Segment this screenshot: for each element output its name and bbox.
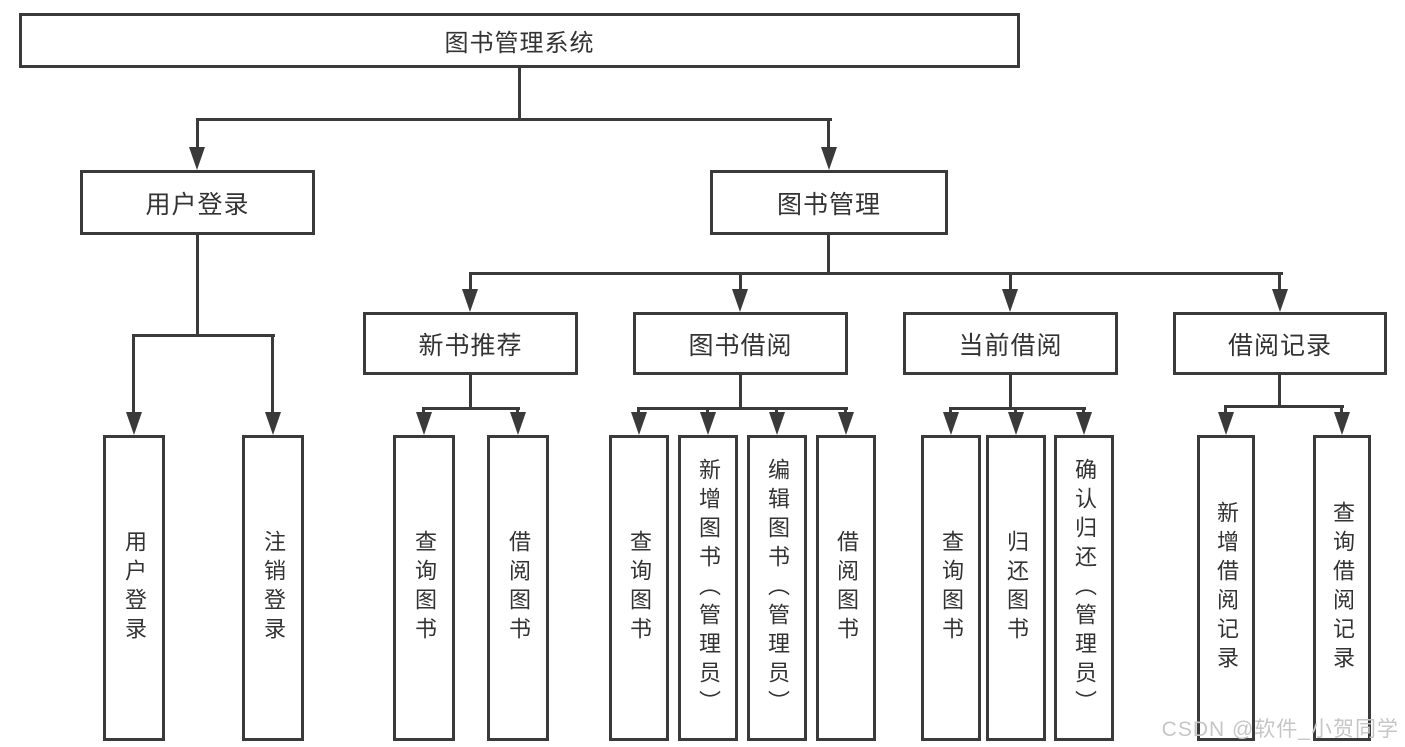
arrow-down-icon xyxy=(631,412,647,435)
leaf-query-borrow-record: 查询借阅记录 xyxy=(1313,435,1371,741)
arrow-down-icon xyxy=(126,412,142,435)
connector-line xyxy=(1278,374,1281,407)
leaf-label: 查询借阅记录 xyxy=(1330,501,1355,675)
leaf-label: 确认归还（管理员） xyxy=(1072,457,1097,719)
node-label: 图书管理 xyxy=(776,190,881,219)
node-label: 图书借阅 xyxy=(688,331,793,360)
connector-line xyxy=(518,68,521,121)
leaf-label: 查询图书 xyxy=(939,530,964,646)
connector-line xyxy=(637,407,848,410)
leaf-label: 借阅图书 xyxy=(834,530,859,646)
arrow-down-icon xyxy=(1334,412,1350,435)
node-root-library-system: 图书管理系统 xyxy=(19,13,1020,68)
connector-line xyxy=(844,407,847,415)
leaf-label: 编辑图书（管理员） xyxy=(765,457,790,719)
node-label: 图书管理系统 xyxy=(444,30,595,57)
leaf-label: 新增借阅记录 xyxy=(1214,501,1239,675)
leaf-logout: 注销登录 xyxy=(242,435,304,741)
connector-line xyxy=(775,407,778,415)
connector-line xyxy=(827,234,830,274)
arrow-down-icon xyxy=(943,412,959,435)
leaf-query-books-current: 查询图书 xyxy=(921,435,981,741)
node-label: 用户登录 xyxy=(145,190,250,219)
leaf-add-books-admin: 新增图书（管理员） xyxy=(678,435,738,741)
connector-line xyxy=(196,118,199,149)
connector-line xyxy=(516,407,519,415)
node-label: 新书推荐 xyxy=(418,331,523,360)
connector-line xyxy=(1340,405,1343,415)
leaf-confirm-return-admin: 确认归还（管理员） xyxy=(1054,435,1114,741)
leaf-label: 用户登录 xyxy=(122,530,147,646)
arrow-down-icon xyxy=(1272,289,1288,312)
connector-line xyxy=(949,407,1086,410)
leaf-borrow-books-recommend: 借阅图书 xyxy=(487,435,549,741)
connector-line xyxy=(422,407,425,415)
node-new-book-recommendation: 新书推荐 xyxy=(363,312,578,375)
leaf-add-borrow-record: 新增借阅记录 xyxy=(1197,435,1255,741)
node-current-borrowing: 当前借阅 xyxy=(903,312,1118,375)
arrow-down-icon xyxy=(769,412,785,435)
connector-line xyxy=(1224,405,1344,408)
connector-line xyxy=(739,374,742,409)
connector-line xyxy=(196,118,832,121)
node-label: 借阅记录 xyxy=(1227,331,1332,360)
connector-line xyxy=(1009,272,1012,291)
node-label: 当前借阅 xyxy=(958,331,1063,360)
leaf-label: 查询图书 xyxy=(627,530,652,646)
node-book-management: 图书管理 xyxy=(710,170,948,235)
connector-line xyxy=(469,272,1283,275)
connector-line xyxy=(1082,407,1085,415)
connector-line xyxy=(271,334,274,414)
arrow-down-icon xyxy=(416,412,432,435)
connector-line xyxy=(469,374,472,409)
arrow-down-icon xyxy=(510,412,526,435)
arrow-down-icon xyxy=(732,289,748,312)
connector-line xyxy=(1009,374,1012,409)
arrow-down-icon xyxy=(838,412,854,435)
leaf-user-login: 用户登录 xyxy=(103,435,165,741)
leaf-label: 查询图书 xyxy=(412,530,437,646)
connector-line xyxy=(132,334,135,414)
arrow-down-icon xyxy=(700,412,716,435)
arrow-down-icon xyxy=(1218,412,1234,435)
arrow-down-icon xyxy=(1076,412,1092,435)
csdn-watermark: CSDN @软件_小贺同学 xyxy=(1161,718,1399,741)
connector-line xyxy=(1014,407,1017,415)
leaf-query-books-borrowing: 查询图书 xyxy=(609,435,669,741)
node-borrowing-records: 借阅记录 xyxy=(1173,312,1387,375)
arrow-down-icon xyxy=(462,289,478,312)
leaf-label: 借阅图书 xyxy=(506,530,531,646)
connector-line xyxy=(739,272,742,291)
leaf-borrow-books: 借阅图书 xyxy=(816,435,876,741)
leaf-label: 归还图书 xyxy=(1004,530,1029,646)
leaf-label: 注销登录 xyxy=(261,530,286,646)
node-user-login: 用户登录 xyxy=(80,170,315,235)
node-book-borrowing: 图书借阅 xyxy=(633,312,848,375)
connector-line xyxy=(827,118,830,149)
connector-line xyxy=(949,407,952,415)
arrow-down-icon xyxy=(821,147,837,170)
arrow-down-icon xyxy=(1002,289,1018,312)
connector-line xyxy=(637,407,640,415)
leaf-query-books-recommend: 查询图书 xyxy=(393,435,455,741)
connector-line xyxy=(422,407,520,410)
connector-line xyxy=(196,235,199,336)
leaf-label: 新增图书（管理员） xyxy=(696,457,721,719)
arrow-down-icon xyxy=(1008,412,1024,435)
leaf-return-books: 归还图书 xyxy=(986,435,1046,741)
connector-line xyxy=(1278,272,1281,291)
connector-line xyxy=(469,272,472,291)
arrow-down-icon xyxy=(265,412,281,435)
connector-line xyxy=(706,407,709,415)
connector-line xyxy=(132,334,275,337)
connector-line xyxy=(1224,405,1227,415)
arrow-down-icon xyxy=(189,147,205,170)
leaf-edit-books-admin: 编辑图书（管理员） xyxy=(747,435,807,741)
